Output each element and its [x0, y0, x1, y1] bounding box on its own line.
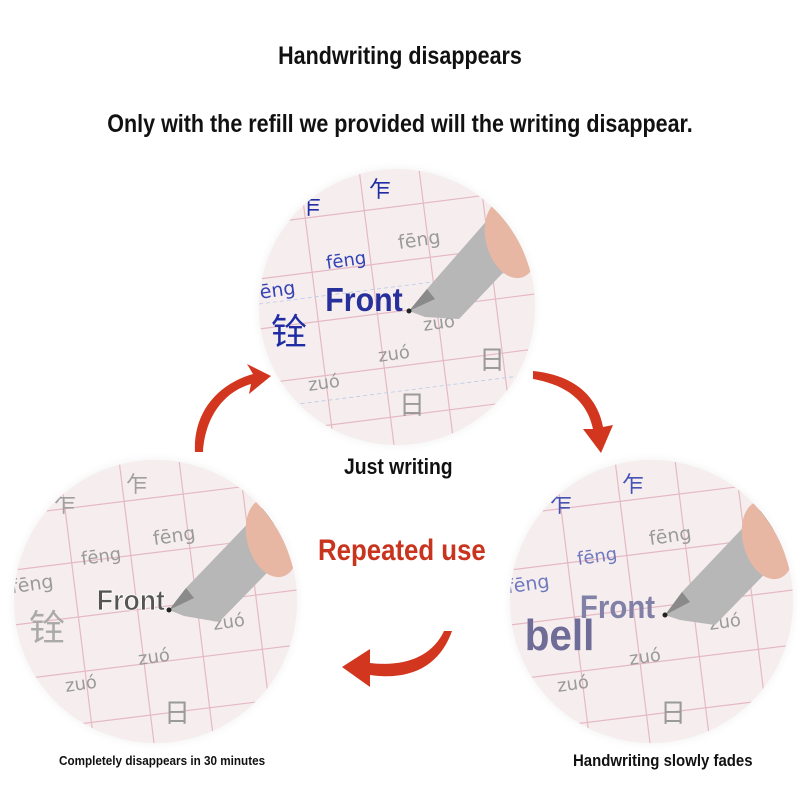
grid-pinyin: fēng — [259, 277, 297, 305]
step-caption-slowly-fades: Handwriting slowly fades — [573, 751, 753, 770]
handwritten-word: Front — [325, 281, 403, 318]
pen-icon — [662, 485, 793, 625]
grid-char: 乍 — [126, 473, 148, 498]
grid-pinyin: fēng — [510, 571, 551, 599]
grid-char: 乍 — [54, 493, 76, 518]
grid-char: 乍 — [622, 473, 644, 498]
step-caption-disappears: Completely disappears in 30 minutes — [59, 753, 266, 768]
writing-pad-illustration: 乍 乍 fēng fēng fēng 铨 zuó zuó zuó 日 Front — [14, 460, 297, 743]
grid-char: 乍 — [369, 178, 391, 203]
step-photo-slowly-fades: 乍 乍 fēng fēng fēng zuó zuó zuó 日 Front b… — [510, 460, 793, 743]
grid-char: 铨 — [29, 608, 65, 649]
grid-char: 铨 — [271, 312, 307, 353]
arrow-curved-icon — [342, 631, 452, 687]
step-photo-just-writing: 乍 乍 fēng fēng fēng 铨 zuó zuó zuó 日 日 Fro… — [259, 169, 535, 445]
arrow-curved-icon — [533, 371, 613, 453]
grid-pinyin: zuó — [377, 342, 411, 367]
grid-char: 乍 — [299, 195, 321, 220]
grid-char: 日 — [479, 346, 505, 376]
grid-pinyin: zuó — [307, 371, 341, 396]
step-caption-just-writing: Just writing — [344, 454, 453, 479]
handwritten-word: Front — [97, 584, 165, 616]
arrow-curved-icon — [194, 364, 271, 452]
grid-pinyin: fēng — [576, 544, 619, 570]
grid-char: 乍 — [550, 493, 572, 518]
grid-pinyin: fēng — [397, 226, 442, 254]
writing-pad-illustration: 乍 乍 fēng fēng fēng 铨 zuó zuó zuó 日 日 Fro… — [259, 169, 535, 445]
pen-icon — [406, 179, 535, 319]
grid-pinyin: zuó — [64, 672, 98, 697]
page-subtitle: Only with the refill we provided will th… — [107, 110, 693, 138]
writing-pad-illustration: 乍 乍 fēng fēng fēng zuó zuó zuó 日 Front b… — [510, 460, 793, 743]
cycle-label: Repeated use — [318, 534, 486, 567]
grid-pinyin: zuó — [556, 672, 590, 697]
grid-char: 日 — [164, 699, 190, 729]
grid-pinyin: zuó — [137, 645, 171, 670]
grid-pinyin: zuó — [628, 645, 662, 670]
grid-pinyin: fēng — [325, 248, 368, 274]
pen-icon — [166, 482, 297, 622]
grid-pinyin: fēng — [80, 544, 123, 570]
handwritten-extra-word: bell — [525, 610, 595, 659]
step-photo-disappears: 乍 乍 fēng fēng fēng 铨 zuó zuó zuó 日 Front — [14, 460, 297, 743]
grid-pinyin: fēng — [14, 571, 55, 599]
handwritten-word: Front — [580, 589, 655, 625]
grid-char: 日 — [399, 391, 425, 421]
grid-char: 日 — [660, 699, 686, 729]
page-title: Handwriting disappears — [278, 42, 522, 70]
